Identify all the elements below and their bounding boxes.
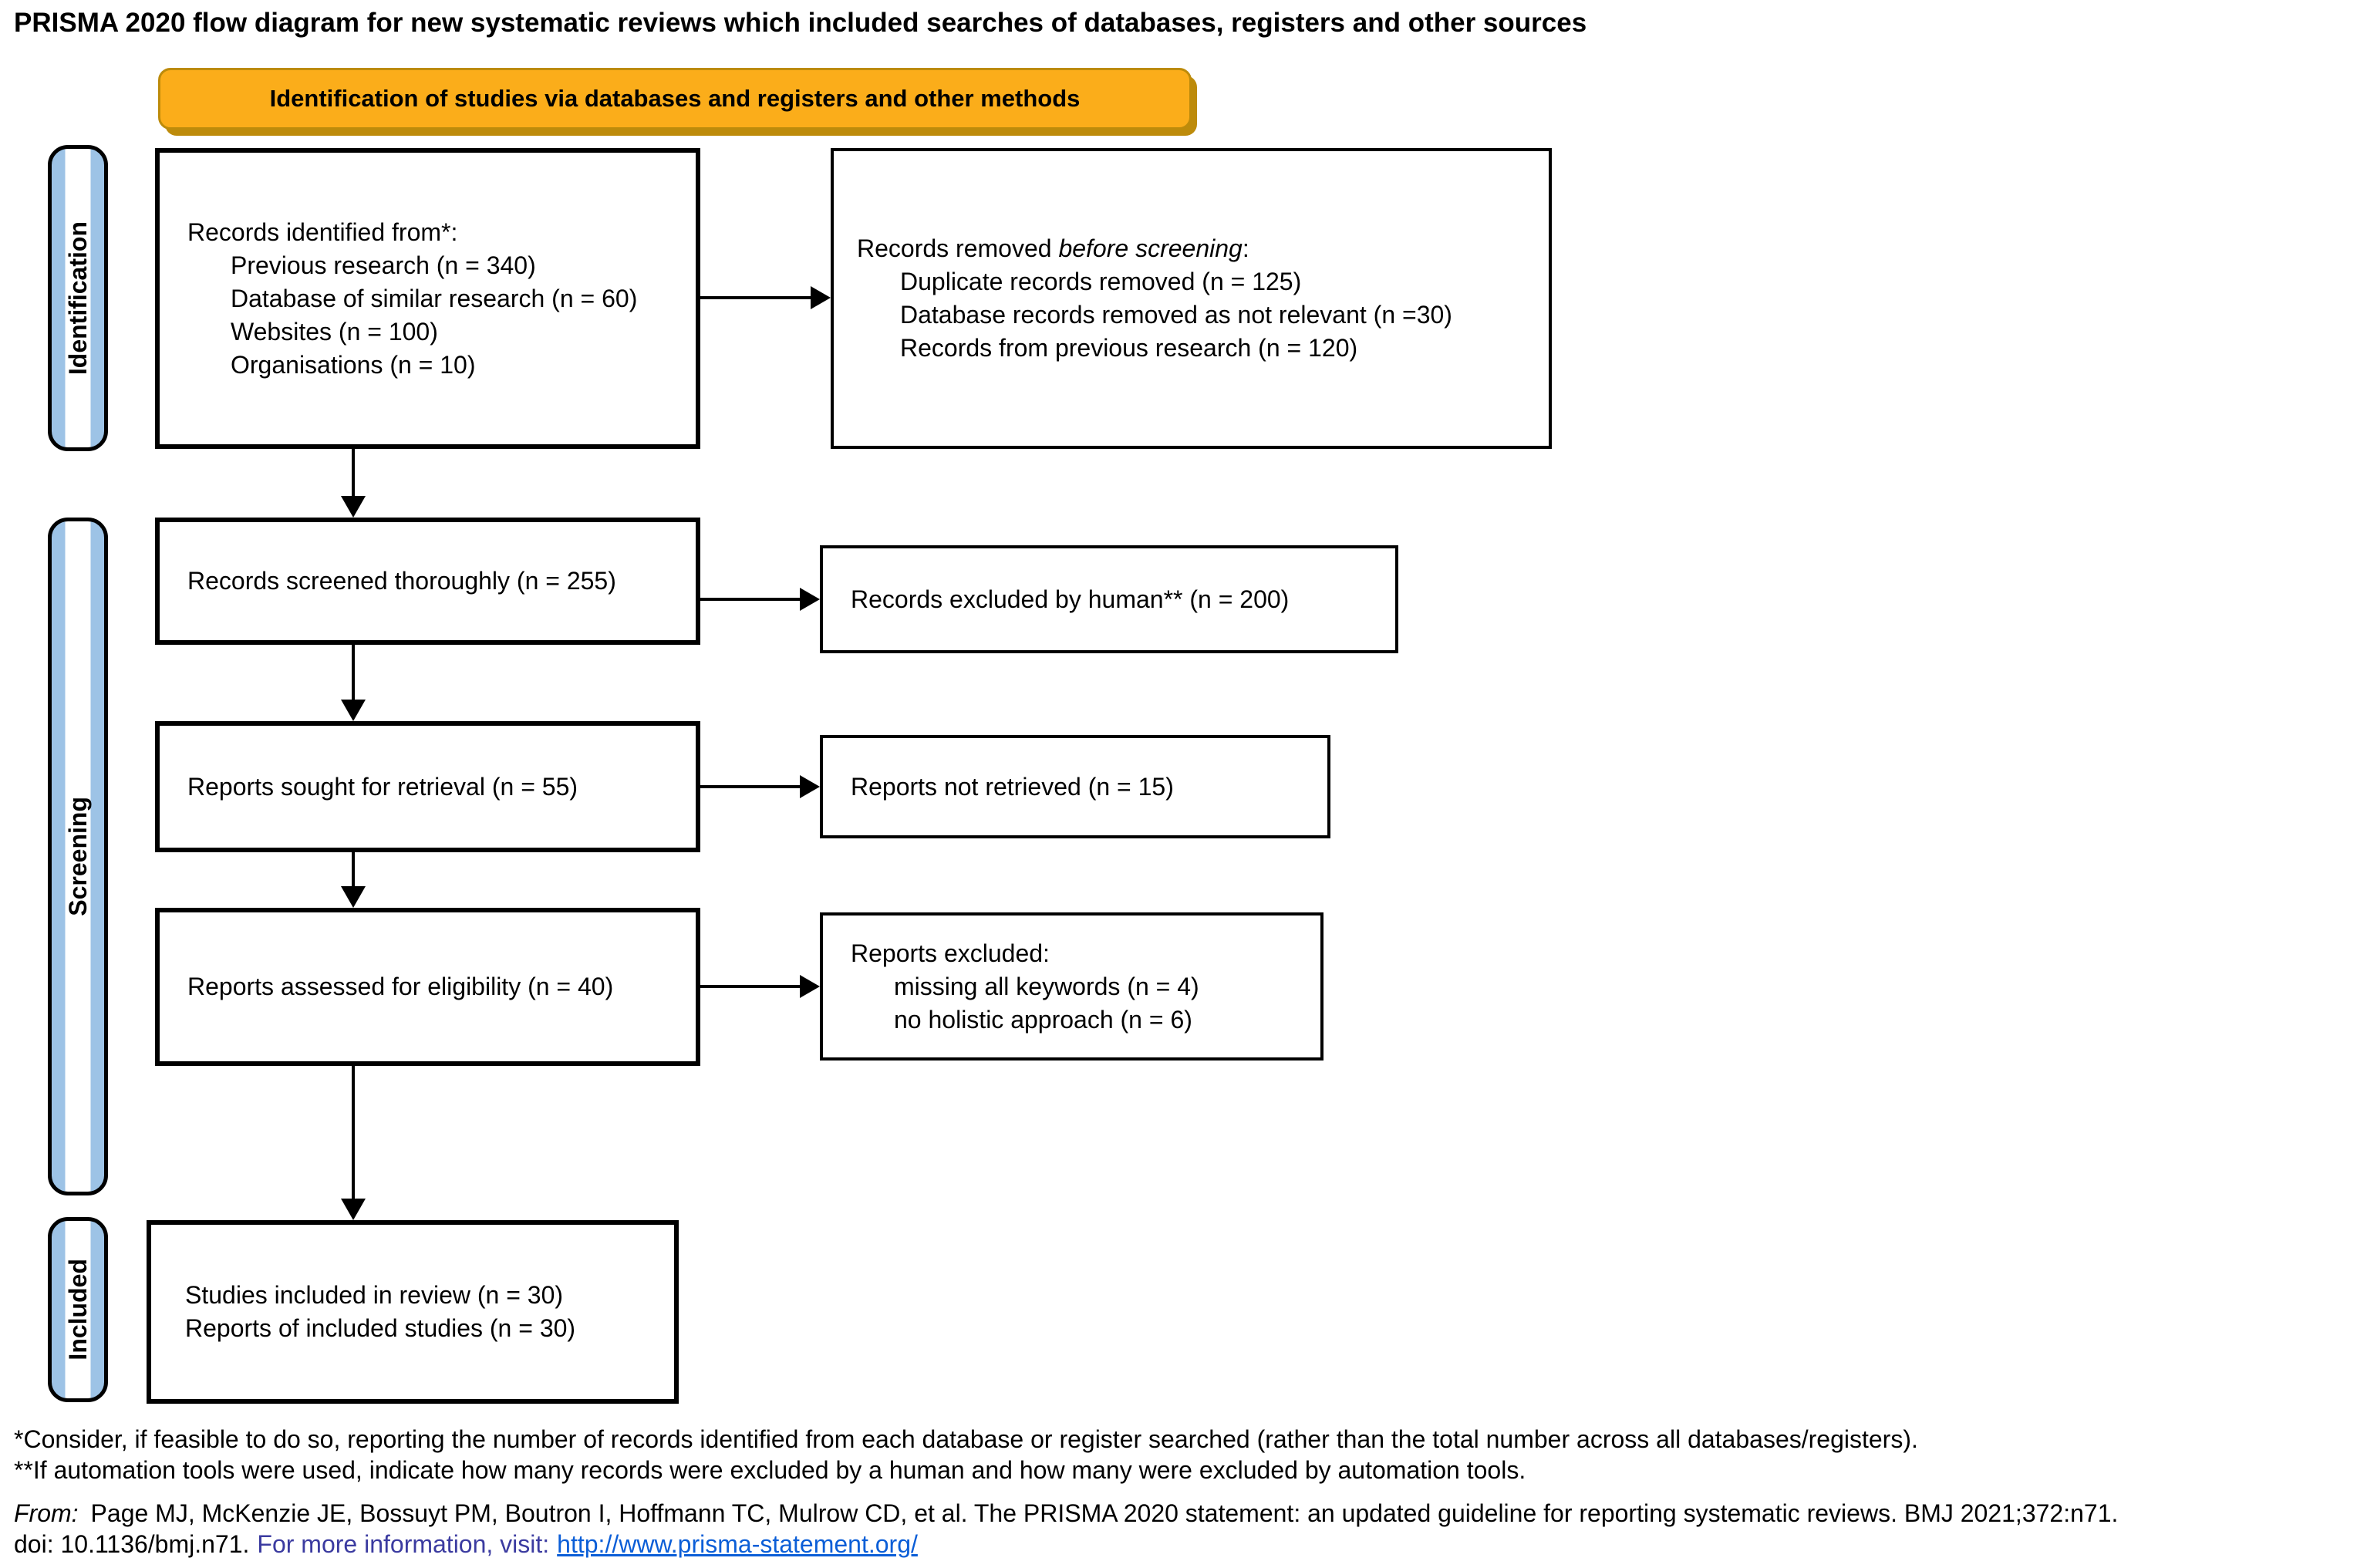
list-item: Websites (n = 100): [231, 317, 438, 346]
citation-reference: Page MJ, McKenzie JE, Bossuyt PM, Boutro…: [90, 1499, 2119, 1527]
box-reports-not-retrieved-label: Reports not retrieved (n = 15): [851, 772, 1174, 801]
citation-line: From: Page MJ, McKenzie JE, Bossuyt PM, B…: [14, 1499, 2118, 1528]
box-records-excluded: Records excluded by human** (n = 200): [820, 545, 1398, 653]
box-studies-included-line: Reports of included studies (n = 30): [185, 1314, 576, 1342]
banner: Identification of studies via databases …: [158, 68, 1192, 130]
citation-line: doi: 10.1136/bmj.n71.For more informatio…: [14, 1530, 918, 1559]
box-reports-sought: Reports sought for retrieval (n = 55): [155, 721, 700, 852]
stage-bar-included: Included: [48, 1217, 108, 1402]
box-records-identified: Records identified from*: Previous resea…: [155, 148, 700, 449]
page-title: PRISMA 2020 flow diagram for new systema…: [14, 8, 1587, 38]
box-studies-included: Studies included in review (n = 30) Repo…: [147, 1220, 679, 1404]
box-records-removed: Records removed before screening: Duplic…: [831, 148, 1552, 449]
stage-label-identification: Identification: [63, 221, 92, 376]
list-item: Previous research (n = 340): [231, 251, 536, 279]
list-item: Database of similar research (n = 60): [231, 284, 638, 312]
box-reports-assessed-label: Reports assessed for eligibility (n = 40…: [187, 973, 614, 1000]
box-reports-excluded-title: Reports excluded:: [851, 939, 1050, 967]
citation-from-label: From:: [14, 1499, 79, 1527]
records-removed-title-prefix: Records removed: [857, 234, 1059, 262]
stage-bar-screening: Screening: [48, 518, 108, 1195]
list-item: Records from previous research (n = 120): [900, 334, 1358, 362]
list-item: no holistic approach (n = 6): [894, 1005, 1192, 1034]
list-item: Duplicate records removed (n = 125): [900, 268, 1302, 295]
banner-label: Identification of studies via databases …: [269, 85, 1081, 112]
box-records-screened-label: Records screened thoroughly (n = 255): [187, 567, 616, 595]
box-records-identified-title: Records identified from*:: [187, 217, 458, 246]
box-reports-not-retrieved: Reports not retrieved (n = 15): [820, 735, 1330, 838]
stage-label-screening: Screening: [63, 797, 92, 916]
box-reports-assessed: Reports assessed for eligibility (n = 40…: [155, 908, 700, 1066]
list-item: missing all keywords (n = 4): [894, 972, 1199, 1000]
box-records-removed-title: Records removed before screening:: [857, 232, 1539, 265]
prisma-statement-link[interactable]: http://www.prisma-statement.org/: [557, 1530, 918, 1558]
box-reports-excluded: Reports excluded: missing all keywords (…: [820, 912, 1323, 1061]
footnote: *Consider, if feasible to do so, reporti…: [14, 1425, 1918, 1453]
records-removed-title-italic: before screening: [1058, 234, 1243, 262]
list-item: Database records removed as not relevant…: [900, 301, 1452, 329]
box-reports-sought-label: Reports sought for retrieval (n = 55): [187, 772, 578, 801]
list-item: Organisations (n = 10): [231, 350, 476, 379]
box-records-screened: Records screened thoroughly (n = 255): [155, 518, 700, 645]
box-studies-included-line: Studies included in review (n = 30): [185, 1281, 564, 1309]
records-removed-title-suffix: :: [1242, 234, 1249, 262]
stage-bar-identification: Identification: [48, 145, 108, 451]
citation-visit-text: For more information, visit:: [257, 1530, 550, 1558]
stage-label-included: Included: [63, 1259, 92, 1361]
box-records-excluded-label: Records excluded by human** (n = 200): [851, 585, 1290, 613]
citation-doi: doi: 10.1136/bmj.n71.: [14, 1530, 250, 1558]
footnote: **If automation tools were used, indicat…: [14, 1456, 1526, 1484]
